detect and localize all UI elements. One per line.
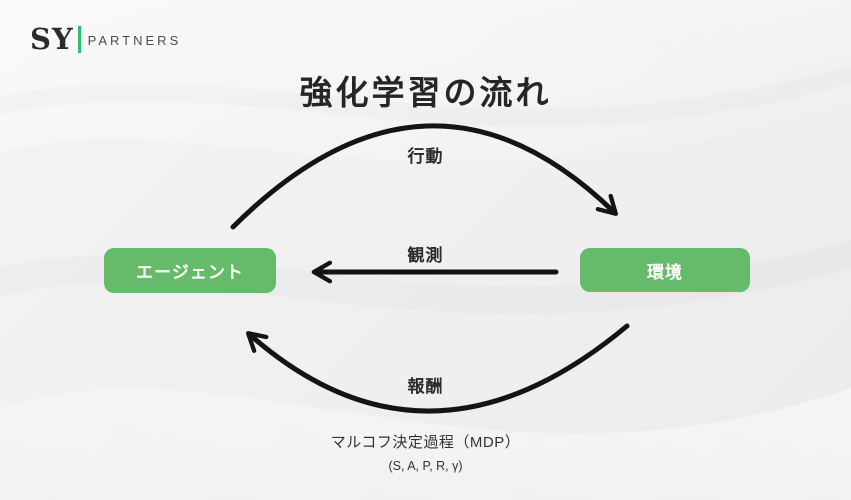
mdp-caption: マルコフ決定過程（MDP） (330, 434, 521, 451)
action-label: 行動 (407, 147, 444, 166)
mdp-tuple: (S, A, P, R, γ) (388, 459, 463, 473)
reward-label: 報酬 (407, 377, 444, 396)
agent-node: エージェント (104, 248, 276, 293)
environment-node: 環境 (580, 248, 750, 292)
logo: SY PARTNERS (30, 24, 181, 54)
environment-node-label: 環境 (647, 262, 683, 282)
reward-arrow (245, 323, 630, 414)
observation-label: 観測 (407, 246, 444, 265)
page-title: 強化学習の流れ (299, 74, 552, 111)
logo-name: PARTNERS (87, 32, 182, 48)
logo-mark: SY (30, 21, 74, 56)
agent-node-label: エージェント (136, 263, 244, 282)
logo-divider-bar (77, 25, 81, 53)
